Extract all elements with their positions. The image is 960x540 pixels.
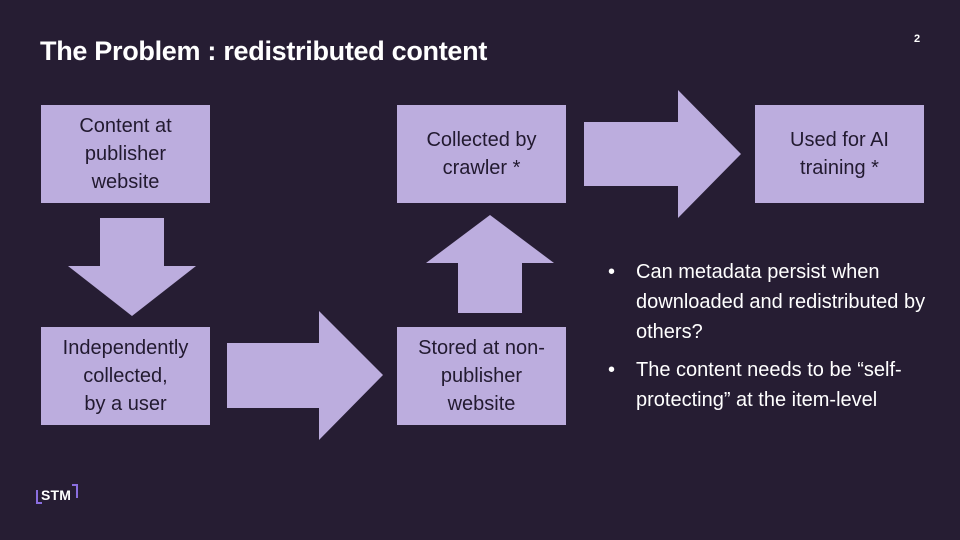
box-stored-non-publisher: Stored at non- publisher website	[397, 327, 566, 425]
box-independently-collected: Independently collected, by a user	[41, 327, 210, 425]
bullet-text: The content needs to be “self-protecting…	[636, 359, 902, 411]
bullet-item: • Can metadata persist when downloaded a…	[608, 257, 938, 347]
box-collected-by-crawler: Collected by crawler *	[397, 105, 566, 203]
box-used-for-ai-training: Used for AI training *	[755, 105, 924, 203]
box-content-at-publisher: Content at publisher website	[41, 105, 210, 203]
logo-bracket-right	[72, 484, 78, 498]
arrow-up	[426, 215, 554, 313]
slide-title: The Problem : redistributed content	[40, 36, 488, 66]
logo-bracket-left	[36, 490, 42, 504]
logo-text: STM	[41, 487, 72, 503]
page-number: 2	[914, 33, 921, 45]
arrow-right-lower	[227, 311, 383, 440]
bullet-text: Can metadata persist when downloaded and…	[636, 261, 926, 343]
bullet-item: • The content needs to be “self-protecti…	[608, 355, 938, 415]
bullet-dot: •	[608, 359, 616, 381]
arrow-right-upper	[584, 90, 741, 218]
stm-logo: STM	[36, 484, 78, 504]
bullet-list: • Can metadata persist when downloaded a…	[608, 257, 938, 423]
arrow-down	[68, 218, 196, 316]
bullet-dot: •	[608, 261, 616, 283]
